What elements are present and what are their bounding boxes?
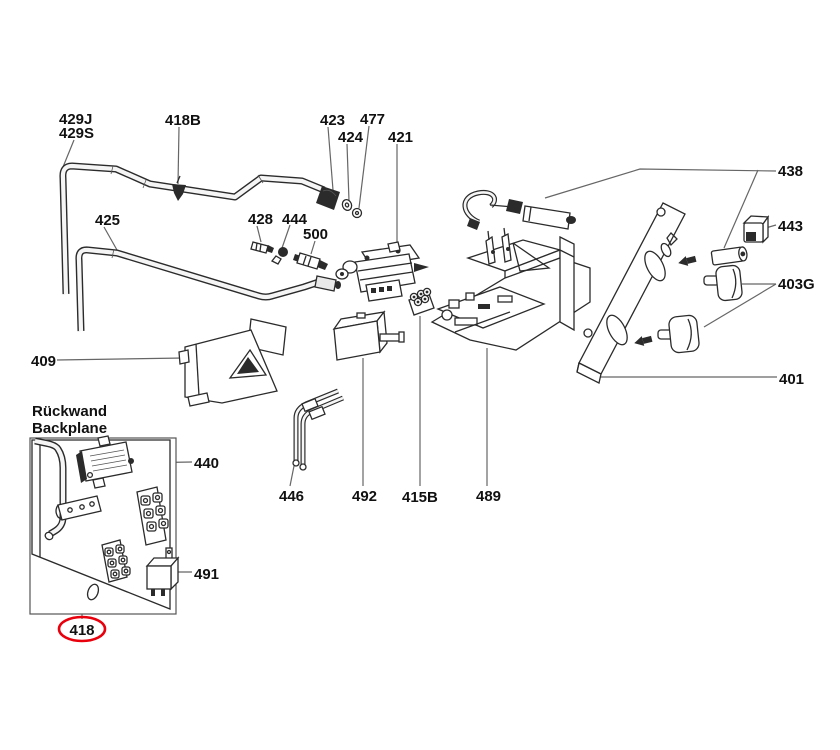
- part-solenoid-492: [332, 310, 405, 361]
- leader-444: [281, 224, 291, 249]
- part-label-409: 409: [31, 353, 56, 370]
- backplane-caption: Rückwand Backplane: [32, 403, 107, 437]
- leader-409: [56, 357, 185, 361]
- backplane-caption-line1: Rückwand: [32, 403, 107, 420]
- part-terminal-block-upper: [136, 486, 169, 546]
- part-label-429S: 429S: [59, 125, 94, 142]
- part-label-446: 446: [279, 488, 304, 505]
- part-union-nut-423: [316, 186, 340, 210]
- part-fitting-444: [270, 247, 288, 265]
- part-control-panel-401: [576, 202, 686, 384]
- leader-424: [346, 143, 350, 202]
- leader-403G-lower: [703, 283, 777, 328]
- part-label-491: 491: [194, 566, 219, 583]
- part-label-403G: 403G: [778, 276, 815, 293]
- part-label-423: 423: [320, 112, 345, 129]
- part-label-418B: 418B: [165, 112, 201, 129]
- part-gas-pipe-425: [75, 246, 321, 332]
- leader-423: [327, 126, 334, 191]
- part-cap-443: [742, 214, 770, 244]
- part-igniter-unit-440: [76, 435, 134, 489]
- part-label-425: 425: [95, 212, 120, 229]
- part-label-443: 443: [778, 218, 803, 235]
- part-label-489: 489: [476, 488, 501, 505]
- leader-477: [358, 125, 370, 209]
- part-labels: 429J 429S 418B 423 424 477 421 425 428 4…: [31, 111, 815, 639]
- part-label-428: 428: [248, 211, 273, 228]
- part-injector-500: [293, 252, 328, 270]
- part-label-500: 500: [303, 226, 328, 243]
- part-label-429J: 429J: [59, 111, 92, 128]
- part-shaft-sleeve-438: [710, 246, 748, 266]
- highlight-ellipse-418: [57, 615, 107, 643]
- leader-500: [310, 240, 316, 255]
- part-label-424: 424: [338, 129, 364, 146]
- part-label-401: 401: [779, 371, 804, 388]
- leader-425: [103, 226, 118, 251]
- part-label-477: 477: [360, 111, 385, 128]
- part-gas-pipe-429: [59, 162, 326, 295]
- part-terminal-block-lower: [101, 539, 131, 583]
- part-gas-valve-421: [335, 241, 429, 302]
- part-label-438: 438: [778, 163, 803, 180]
- leader-429: [62, 139, 75, 168]
- part-screw-upper: [678, 255, 697, 266]
- part-knob-403G-lower: [657, 314, 700, 354]
- part-label-440: 440: [194, 455, 219, 472]
- backplane-caption-line2: Backplane: [32, 420, 107, 437]
- part-jet-428: [250, 241, 274, 254]
- part-label-492: 492: [352, 488, 377, 505]
- part-relay-491: [145, 547, 180, 596]
- part-label-444: 444: [282, 211, 308, 228]
- backplane-box: [29, 435, 180, 615]
- part-pcb-assembly-489: [430, 227, 591, 351]
- leader-446: [289, 465, 295, 487]
- leader-418B: [177, 126, 180, 185]
- part-label-415B: 415B: [402, 489, 438, 506]
- part-pipe-clip-418B: [172, 175, 186, 201]
- part-bracket-418: [55, 495, 102, 521]
- part-tubes-446: [292, 388, 344, 471]
- part-bracket-409: [178, 318, 287, 407]
- part-label-421: 421: [388, 129, 413, 146]
- leader-438: [544, 168, 777, 199]
- part-screw-lower: [634, 335, 653, 346]
- part-pipe-425-fitting: [314, 275, 341, 292]
- part-igniter-cable-438: [462, 189, 576, 230]
- part-label-418-highlighted: 418: [69, 622, 94, 639]
- part-connector-415B: [408, 287, 435, 316]
- leader-428: [256, 225, 262, 243]
- leader-438b: [723, 169, 759, 249]
- part-knob-403G-upper: [703, 264, 743, 302]
- part-olive-477: [351, 207, 363, 219]
- part-washer-424: [341, 198, 353, 212]
